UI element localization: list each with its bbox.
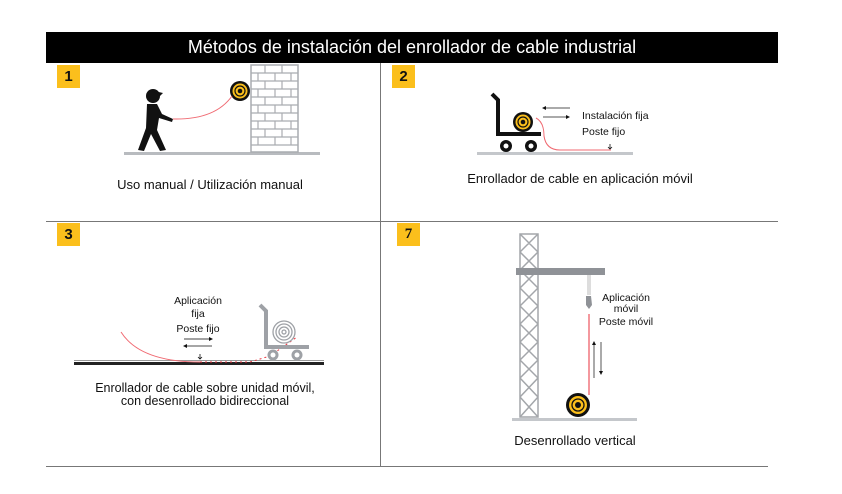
ground-line: [124, 152, 320, 155]
crane-tower: [519, 233, 539, 418]
panel-number-badge: 1: [57, 65, 80, 88]
cable: [120, 331, 201, 363]
ground-line: [74, 362, 324, 365]
installation-label: Instalación fija: [582, 110, 649, 122]
person-icon: [138, 89, 173, 151]
post-label: Poste fijo: [582, 126, 626, 138]
application-label-line2: fija: [191, 308, 205, 320]
post-label: Poste móvil: [598, 316, 654, 328]
crane-jib: [516, 268, 605, 275]
cable: [172, 95, 233, 120]
cable-reel-icon: [230, 81, 250, 101]
panel-number-badge: 3: [57, 223, 80, 246]
divider-bottom: [46, 466, 768, 467]
application-label-line2: móvil: [613, 303, 639, 315]
cable: [535, 117, 611, 151]
panel-caption-line2: con desenrollado bidireccional: [120, 394, 290, 408]
hook-icon: [586, 296, 592, 309]
panel-caption: Enrollador de cable en aplicación móvil: [467, 171, 693, 186]
panel-number-badge: 7: [397, 223, 420, 246]
ground-line: [477, 152, 633, 155]
page-title: Métodos de instalación del enrollador de…: [46, 32, 778, 63]
post-arrow-icon: [197, 354, 203, 360]
post-arrow-icon: [607, 144, 613, 150]
cart-frame: [258, 303, 309, 349]
cable-reel-icon: [513, 112, 533, 132]
cable-reel-icon: [272, 320, 296, 344]
application-label: Aplicación: [602, 292, 650, 304]
panel-7-illustration: [512, 233, 637, 421]
brick-wall-icon: [250, 64, 299, 153]
panel-number-badge: 2: [392, 65, 415, 88]
panel-2-illustration: [477, 92, 633, 155]
panel-caption: Uso manual / Utilización manual: [117, 177, 303, 192]
cart-frame: [490, 92, 541, 136]
post-label: Poste fijo: [176, 323, 220, 335]
divider-horizontal: [46, 221, 778, 222]
panel-3-illustration: [74, 303, 324, 365]
panel-1-illustration: [124, 64, 320, 155]
cable-reel-icon: [566, 393, 590, 417]
application-label: Aplicación: [174, 295, 222, 307]
panel-caption: Enrollador de cable sobre unidad móvil,: [95, 381, 315, 395]
panel-caption: Desenrollado vertical: [514, 433, 636, 448]
ground-line: [512, 418, 637, 421]
divider-vertical: [380, 63, 381, 466]
